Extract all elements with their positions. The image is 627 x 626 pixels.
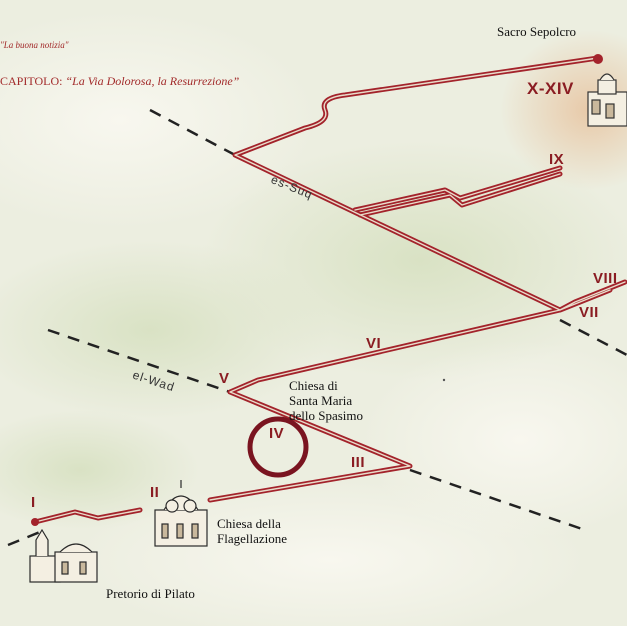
es-suq-street-line — [149, 108, 236, 157]
flagellazione-line-1: Chiesa della — [217, 516, 281, 531]
santa-maria-line-1: Chiesa di — [289, 378, 338, 393]
flagellazione-label: Chiesa della Flagellazione — [217, 516, 287, 546]
cloud-texture — [0, 10, 320, 230]
sacro-sepolcro-label: Sacro Sepolcro — [497, 24, 577, 39]
station-x-xiv-label: X-XIV — [527, 79, 574, 98]
street-west-line — [7, 530, 41, 547]
station-v-label: V — [219, 370, 230, 387]
flagellazione-church-icon — [154, 480, 208, 547]
pretorio-building-icon — [29, 528, 98, 583]
sacro-sepolcro-building-icon — [587, 73, 627, 127]
sepolcro-point-marker — [593, 54, 603, 64]
station-vii-label: VII — [579, 304, 599, 321]
el-wad-street-south-line — [409, 468, 586, 532]
station-iii-label: III — [351, 454, 366, 471]
chapter-prefix: CAPITOLO: — [0, 74, 66, 88]
station-i-label: I — [31, 494, 36, 511]
chapter-heading: CAPITOLO: “La Via Dolorosa, la Resurrezi… — [0, 74, 239, 89]
station-vi-label: VI — [366, 335, 382, 352]
santa-maria-line-2: Santa Maria — [289, 393, 353, 408]
el-wad-street-north-line — [47, 328, 231, 394]
start-point-marker — [31, 518, 39, 526]
station-ix-label: IX — [549, 151, 565, 168]
santa-maria-label: Chiesa di Santa Maria dello Spasimo — [289, 378, 363, 423]
flagellazione-line-2: Flagellazione — [217, 531, 288, 546]
tagline: "La buona notizia" — [0, 40, 69, 50]
map-speck — [442, 378, 446, 382]
station-viii-label: VIII — [593, 270, 618, 287]
pretorio-label: Pretorio di Pilato — [106, 586, 195, 601]
cloud-texture — [0, 240, 330, 420]
station-ii-label: II — [150, 484, 160, 501]
cloud-texture — [0, 410, 200, 530]
santa-maria-line-3: dello Spasimo — [289, 408, 364, 423]
station-iv-label: IV — [269, 425, 285, 442]
station-iv-highlight-circle — [247, 416, 309, 478]
chapter-title: “La Via Dolorosa, la Resurrezione” — [65, 74, 240, 88]
via-dolorosa-route — [32, 55, 627, 525]
